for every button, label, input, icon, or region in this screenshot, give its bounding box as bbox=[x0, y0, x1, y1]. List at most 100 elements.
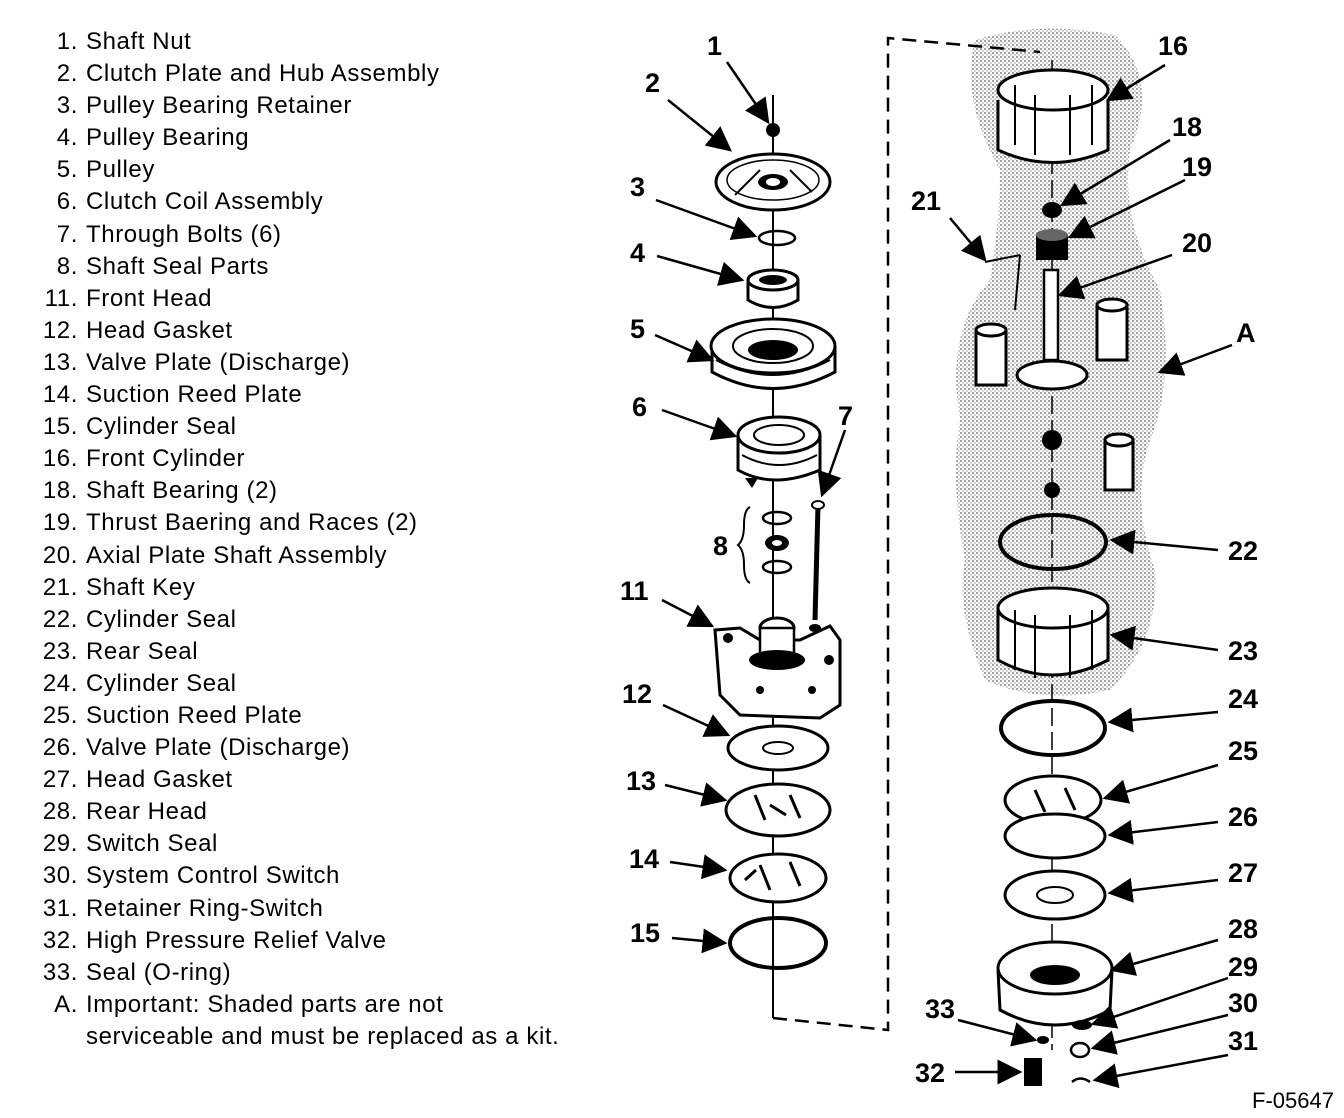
shaft-key bbox=[984, 254, 1021, 311]
legend-item-label: Valve Plate (Discharge) bbox=[86, 734, 351, 762]
legend-item-number: 21. bbox=[42, 573, 78, 601]
callout-27: 27 bbox=[1228, 858, 1258, 888]
callout-28: 28 bbox=[1228, 914, 1258, 944]
legend-item-label: Shaft Key bbox=[86, 573, 196, 601]
legend-item: 32.High Pressure Relief Valve bbox=[40, 925, 640, 957]
legend-item-number: 2. bbox=[56, 60, 78, 88]
legend-item-label: Head Gasket bbox=[86, 766, 233, 794]
piston-left bbox=[974, 322, 1008, 387]
callout-23: 23 bbox=[1228, 636, 1258, 666]
legend-item-number: 4. bbox=[56, 124, 78, 152]
shaft-seal-parts bbox=[736, 506, 793, 584]
legend-item-number: A. bbox=[54, 990, 78, 1018]
retainer-ring-switch bbox=[1071, 1077, 1091, 1084]
legend-item: 16.Front Cylinder bbox=[40, 443, 640, 475]
callout-30: 30 bbox=[1228, 988, 1258, 1018]
callout-25: 25 bbox=[1228, 736, 1258, 766]
callout-15: 15 bbox=[630, 918, 660, 948]
legend-item-number: 32. bbox=[42, 926, 78, 954]
legend-item-label: Pulley Bearing Retainer bbox=[86, 92, 352, 120]
shaft-nut bbox=[766, 123, 780, 137]
legend-item-label: Valve Plate (Discharge) bbox=[86, 348, 351, 376]
legend-item-number: 13. bbox=[42, 348, 78, 376]
legend-item-label: Shaft Nut bbox=[86, 28, 192, 55]
legend-note-continuation: serviceable and must be replaced as a ki… bbox=[86, 1022, 560, 1050]
high-pressure-relief-valve bbox=[1024, 1058, 1042, 1086]
legend-item: 11.Front Head bbox=[40, 283, 640, 315]
legend-item: 31. Retainer Ring-Switch bbox=[40, 893, 640, 925]
system-control-switch bbox=[1069, 1041, 1091, 1059]
legend-item: 18.Shaft Bearing (2) bbox=[40, 475, 640, 507]
legend-item-number: 25. bbox=[42, 701, 78, 729]
legend-item: 7.Through Bolts (6) bbox=[40, 219, 640, 251]
legend-item: 23.Rear Seal bbox=[40, 636, 640, 668]
callout-1: 1 bbox=[707, 31, 722, 61]
callout-A: A bbox=[1236, 318, 1256, 348]
rear-head bbox=[996, 940, 1114, 1027]
legend-item: 6.Clutch Coil Assembly bbox=[40, 186, 640, 218]
pulley-bearing bbox=[746, 268, 800, 309]
callout-18: 18 bbox=[1172, 112, 1202, 142]
legend-item: 27.Head Gasket bbox=[40, 764, 640, 796]
legend-item-label: Rear Head bbox=[86, 798, 208, 826]
switch-seal bbox=[1072, 1020, 1092, 1030]
legend-item-number: 30. bbox=[42, 862, 78, 890]
front-cylinder bbox=[996, 68, 1110, 164]
callout-12: 12 bbox=[622, 679, 652, 709]
callout-26: 26 bbox=[1228, 802, 1258, 832]
callout-4: 4 bbox=[630, 238, 645, 268]
front-suction-reed-plate bbox=[728, 852, 828, 904]
legend-item-number: 15. bbox=[42, 413, 78, 441]
front-cylinder-seal bbox=[728, 916, 828, 970]
legend-item: 22.Cylinder Seal bbox=[40, 604, 640, 636]
o-ring-seal bbox=[1037, 1036, 1049, 1044]
legend-item-label: Rear Seal bbox=[86, 637, 199, 665]
legend-item-number: 8. bbox=[56, 252, 78, 280]
legend-item-label: Axial Plate Shaft Assembly bbox=[86, 541, 388, 569]
leader-arrows bbox=[654, 61, 1233, 1089]
legend-item-number: 14. bbox=[42, 381, 78, 409]
callout-33: 33 bbox=[925, 994, 955, 1024]
piston-ball bbox=[1042, 430, 1062, 450]
callout-13: 13 bbox=[626, 766, 656, 796]
legend-item: 13. Valve Plate (Discharge) bbox=[40, 347, 640, 379]
callout-5: 5 bbox=[630, 314, 645, 344]
pulley-bearing-retainer bbox=[757, 229, 797, 247]
thrust-bearing bbox=[1036, 229, 1068, 260]
legend-item-number: 33. bbox=[42, 958, 78, 986]
callout-14: 14 bbox=[629, 844, 659, 874]
connector-dashed bbox=[772, 36, 1041, 1032]
callout-20: 20 bbox=[1182, 228, 1212, 258]
legend-item-label: Clutch Coil Assembly bbox=[86, 188, 324, 216]
legend-item-number: 5. bbox=[56, 156, 78, 184]
rear-valve-plate bbox=[1003, 812, 1107, 860]
legend-item: 8. Shaft Seal Parts bbox=[40, 251, 640, 283]
legend-item: 25.Suction Reed Plate bbox=[40, 700, 640, 732]
rear-cylinder bbox=[996, 586, 1110, 678]
piston-right bbox=[1095, 297, 1129, 362]
legend-item-number: 18. bbox=[42, 477, 78, 505]
legend-item-label: Cylinder Seal bbox=[86, 605, 237, 633]
legend-item-label: Thrust Baering and Races (2) bbox=[86, 509, 418, 537]
legend-item-label: Retainer Ring-Switch bbox=[86, 894, 324, 922]
legend-item: 29.Switch Seal bbox=[40, 828, 640, 860]
legend-item: 14.Suction Reed Plate bbox=[40, 379, 640, 411]
legend-item: 5.Pulley bbox=[40, 154, 640, 186]
legend-item-label: Front Cylinder bbox=[86, 445, 246, 473]
callout-8: 8 bbox=[713, 531, 728, 561]
callout-16: 16 bbox=[1158, 31, 1188, 61]
rear-head-gasket bbox=[1003, 869, 1107, 921]
callout-3: 3 bbox=[630, 172, 645, 202]
legend-item-label: Shaft Seal Parts bbox=[86, 252, 270, 280]
legend-item: 19.Thrust Baering and Races (2) bbox=[40, 507, 640, 539]
legend-item-number: 1. bbox=[56, 28, 78, 55]
legend-item-label: Through Bolts (6) bbox=[86, 220, 282, 248]
legend-item: 21. Shaft Key bbox=[40, 572, 640, 604]
legend-item: 33.Seal (O-ring) bbox=[40, 957, 640, 989]
shaft-bearing bbox=[1042, 202, 1062, 218]
legend-item-number: 31. bbox=[42, 894, 78, 922]
callout-19: 19 bbox=[1182, 152, 1212, 182]
callout-6: 6 bbox=[632, 392, 647, 422]
